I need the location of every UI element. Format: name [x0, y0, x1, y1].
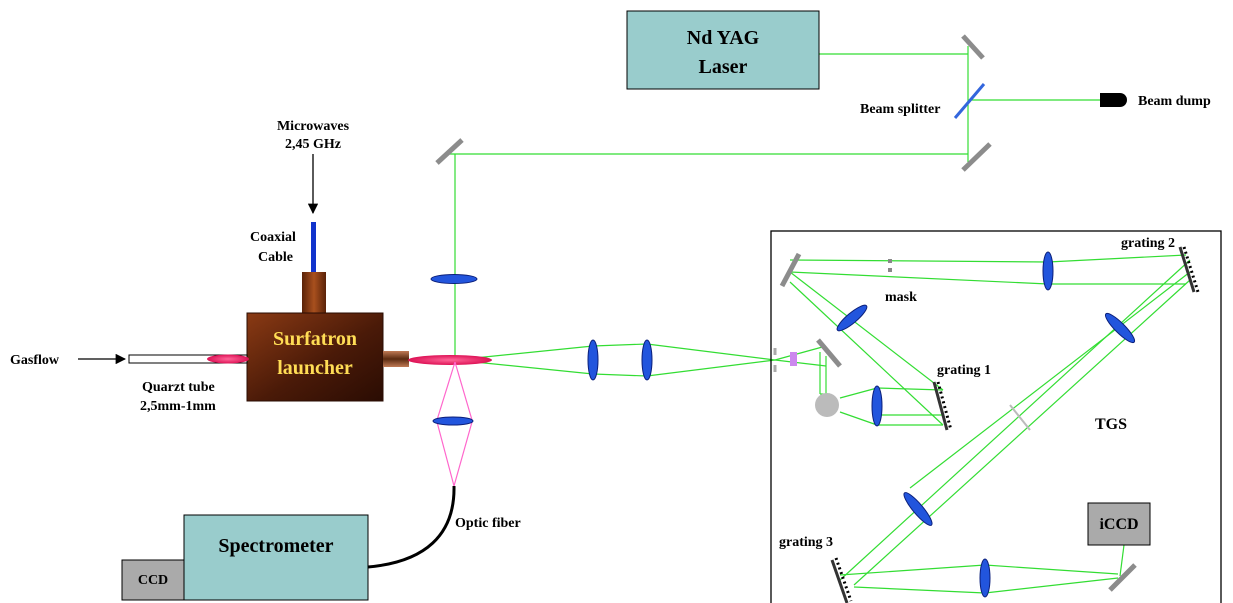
beam-dump [1100, 93, 1127, 107]
spectrometer-label: Spectrometer [218, 535, 333, 557]
ccd-camera: CCD [121, 559, 185, 601]
tgs-beam-paths [774, 254, 1191, 594]
tgs-mirror-left [779, 252, 802, 288]
surfatron-stub [383, 351, 409, 367]
emission-light-path [436, 361, 473, 487]
tgs-prism [790, 352, 797, 366]
surfatron-label-line1: Surfatron [273, 328, 357, 350]
gasflow-label: Gasflow [10, 353, 60, 368]
iccd-label: iCCD [1099, 516, 1138, 533]
tgs-enclosure [770, 230, 1222, 603]
beam-dump-label: Beam dump [1138, 94, 1211, 109]
mask-label: mask [885, 290, 917, 305]
tgs-lens-right [1104, 312, 1136, 344]
tgs-lens-g1 [871, 385, 883, 427]
mirror-upper-left [435, 138, 464, 165]
tgs-sphere [815, 393, 839, 417]
grating-3 [830, 557, 853, 603]
nd-yag-laser: Nd YAG Laser [626, 10, 820, 90]
beam-splitter [953, 83, 986, 119]
quartz-label-line1: Quarzt tube [142, 380, 215, 395]
grating-2 [1178, 246, 1200, 293]
laser-label-line2: Laser [699, 56, 748, 78]
plasma-right [408, 355, 492, 365]
microwaves-label-line2: 2,45 GHz [285, 137, 341, 152]
tgs-mirror-bottom-right [1108, 563, 1137, 592]
optic-fiber [367, 485, 456, 569]
collection-lens [432, 416, 474, 426]
surfatron-label-line2: launcher [277, 357, 353, 379]
telescope-lens-2 [641, 339, 653, 381]
surfatron-launcher: Surfatron launcher [246, 312, 384, 402]
quartz-label-line2: 2,5mm-1mm [140, 399, 216, 414]
tgs-entrance-mirror [816, 338, 842, 368]
tgs-lens-top [1042, 251, 1054, 291]
focusing-lens [430, 274, 478, 284]
laser-label-line1: Nd YAG [687, 27, 760, 49]
mirror-lower-right [961, 142, 992, 172]
grating3-label: grating 3 [779, 535, 833, 550]
tgs-lens-bottom [979, 558, 991, 598]
tgs-lens-diagonal [836, 304, 868, 332]
laser-beam-path [448, 46, 1100, 377]
tgs-aperture [1009, 404, 1031, 431]
optic-fiber-label: Optic fiber [455, 516, 521, 531]
grating-1 [932, 381, 953, 431]
coaxial-cable [311, 222, 316, 272]
plasma-left [207, 354, 249, 364]
grating1-label: grating 1 [937, 363, 991, 378]
microwaves-label-line1: Microwaves [277, 119, 350, 134]
spectrometer: Spectrometer [183, 514, 369, 601]
surfatron-neck [302, 272, 326, 314]
tgs-lens-lower [903, 492, 933, 526]
tgs-label: TGS [1095, 416, 1127, 433]
coaxial-label-line2: Cable [258, 250, 293, 265]
coaxial-label-line1: Coaxial [250, 230, 296, 245]
mirror-top-right [961, 34, 985, 60]
grating2-label: grating 2 [1121, 236, 1175, 251]
ccd-label: CCD [138, 573, 168, 588]
beam-splitter-label: Beam splitter [860, 102, 940, 117]
iccd-camera: iCCD [1087, 502, 1151, 546]
telescope-lens-1 [587, 339, 599, 381]
